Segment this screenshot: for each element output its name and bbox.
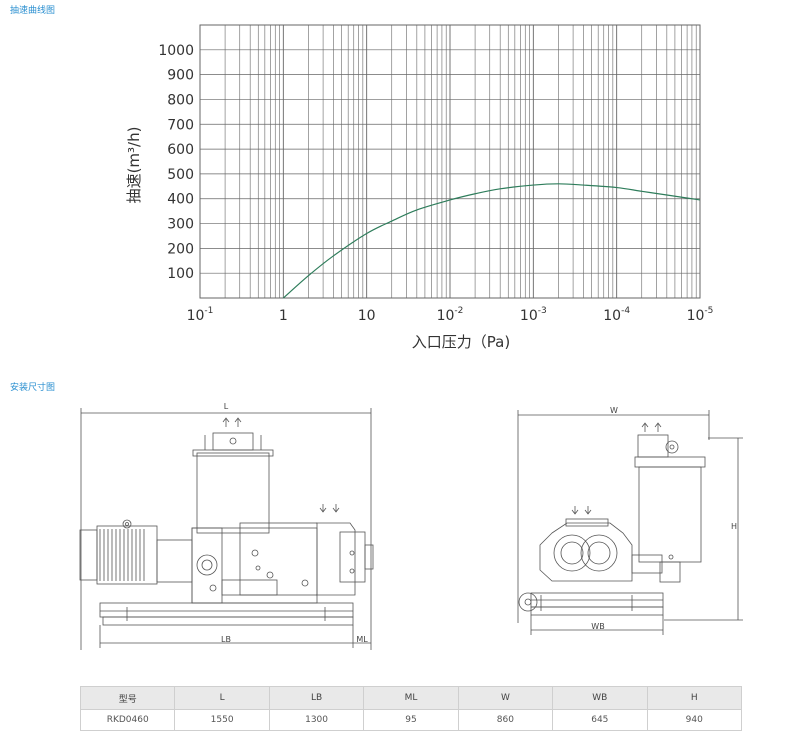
y-tick-label: 1000 <box>158 43 194 59</box>
chart-grid <box>199 24 701 299</box>
table-cell: 940 <box>646 709 743 731</box>
table-cell: 1550 <box>174 709 270 731</box>
y-tick-label: 700 <box>167 117 194 133</box>
spec-table-header: 型号 L LB ML W WB H <box>79 686 743 710</box>
x-tick-label: 10-1 <box>187 306 214 324</box>
y-tick-label: 600 <box>167 142 194 158</box>
x-tick-label: 10-5 <box>687 306 714 324</box>
y-tick-label: 400 <box>167 192 194 208</box>
y-tick-label: 500 <box>167 167 194 183</box>
table-cell: RKD0460 <box>79 709 176 731</box>
table-row: RKD0460 1550 1300 95 860 645 940 <box>79 709 743 731</box>
install-section-title: 安装尺寸图 <box>10 383 56 393</box>
table-cell: 95 <box>363 709 459 731</box>
header-cell: 型号 <box>79 686 176 710</box>
side-view-drawing <box>517 410 743 635</box>
x-tick-label: 10 <box>358 308 376 324</box>
curve-section-title: 抽速曲线图 <box>10 6 56 16</box>
installation-drawings: L LB ML W WB H <box>79 402 743 650</box>
dim-label-WB: WB <box>591 622 604 631</box>
header-cell: ML <box>363 686 459 710</box>
pumping-speed-curve <box>282 183 701 299</box>
dim-label-W: W <box>610 406 618 415</box>
dim-label-LB: LB <box>221 635 231 644</box>
header-cell: WB <box>552 686 648 710</box>
front-view-drawing <box>79 408 374 650</box>
header-cell: H <box>646 686 743 710</box>
table-cell: 645 <box>552 709 648 731</box>
x-tick-label: 1 <box>279 308 288 324</box>
x-tick-labels: 10-1 1 10 10-2 10-3 10-4 10-5 <box>187 306 714 324</box>
spec-table: 型号 L LB ML W WB H RKD0460 1550 1300 95 8… <box>79 686 743 731</box>
y-tick-label: 800 <box>167 92 194 108</box>
header-cell: LB <box>268 686 365 710</box>
x-axis-label: 入口压力（Pa) <box>412 333 510 351</box>
y-tick-labels: 100 200 300 400 500 600 700 800 900 1000 <box>158 43 194 282</box>
table-cell: 860 <box>457 709 554 731</box>
y-tick-label: 300 <box>167 217 194 233</box>
header-cell: L <box>174 686 270 710</box>
table-cell: 1300 <box>268 709 365 731</box>
x-tick-label: 10-4 <box>603 306 630 324</box>
y-tick-label: 900 <box>167 68 194 84</box>
y-tick-label: 200 <box>167 241 194 257</box>
dim-label-L: L <box>224 402 229 411</box>
x-tick-label: 10-2 <box>437 306 464 324</box>
header-cell: W <box>457 686 554 710</box>
dim-label-H: H <box>731 522 737 531</box>
y-tick-label: 100 <box>167 266 194 282</box>
y-axis-label: 抽速(m³/h) <box>125 127 143 204</box>
dim-label-ML: ML <box>356 635 368 644</box>
pumping-speed-chart: 10-1 1 10 10-2 10-3 10-4 10-5 100 200 300 400 500 6… <box>125 24 714 351</box>
x-tick-label: 10-3 <box>520 306 547 324</box>
